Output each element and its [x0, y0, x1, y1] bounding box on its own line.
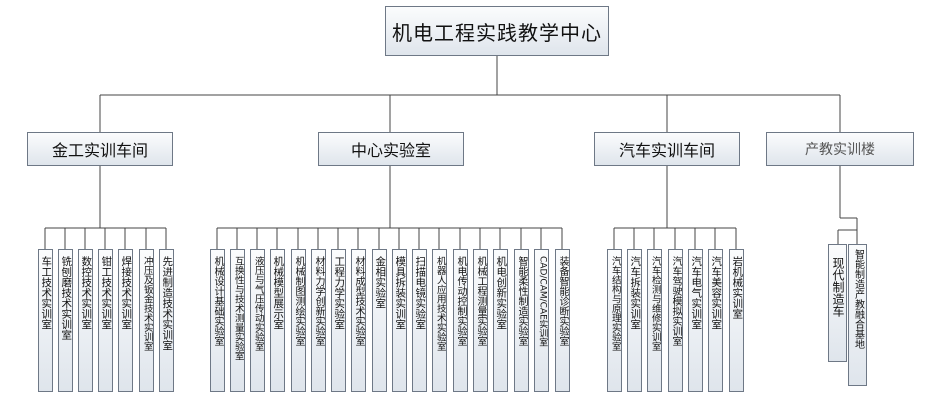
dept-central-laboratory: 中心实验室 — [318, 132, 464, 166]
room-stamping-sheetmetal: 冲压及钣金技术实训室 — [139, 249, 154, 392]
room-auto-detailing: 汽车美容实训室 — [708, 249, 723, 392]
room-tolerance-measurement: 互换性与技术测量实验室 — [230, 249, 245, 392]
room-fitter-training: 钳工技术实训室 — [98, 249, 113, 392]
room-lathe-training: 车工技术实训室 — [38, 249, 53, 392]
room-flexible-manufacturing: 智能柔性制造实验室 — [514, 249, 529, 392]
room-hydraulic-pneumatic: 液压与气压传动实验室 — [250, 249, 265, 392]
room-advanced-manufacturing: 先进制造技术实训室 — [159, 249, 174, 392]
room-cad-cam-cae: CAD/CAM/CAE实训室 — [534, 249, 549, 392]
room-smart-manufacturing-base: 智能制造产教融合基地 — [848, 244, 867, 386]
room-mechanical-drawing: 机械制图测绘实验室 — [291, 249, 306, 392]
room-electromechanical-innovation: 机电创新实验室 — [493, 249, 508, 392]
room-metallography: 金相实验室 — [372, 249, 387, 392]
room-machine-design-basics: 机械设计基础实验室 — [210, 249, 225, 392]
room-driving-simulation: 汽车驾驶模拟实训室 — [668, 249, 683, 392]
room-material-mechanics: 材料力学创新实验室 — [311, 249, 326, 392]
room-welding-training: 焊接技术实训室 — [118, 249, 133, 392]
room-engineering-measurement: 机械工程测量实验室 — [473, 249, 488, 392]
room-mold-disassembly: 模具拆装实训室 — [392, 249, 407, 392]
room-cnc-training: 数控技术实训室 — [78, 249, 93, 392]
room-robot-application: 机器人应用技术实验室 — [432, 249, 447, 392]
room-material-forming: 材料成型技术实验室 — [351, 249, 366, 392]
dept-metalwork-workshop: 金工实训车间 — [27, 132, 173, 166]
room-scanning-electron-microscope: 扫描电镜实验室 — [412, 249, 427, 392]
room-engineering-mechanics: 工程力学实验室 — [331, 249, 346, 392]
room-equipment-diagnosis: 装备智能诊断实验室 — [555, 249, 570, 392]
dept-industry-education-building: 产教实训楼 — [766, 132, 914, 166]
center-title: 机电工程实践教学中心 — [385, 6, 609, 56]
dept-automotive-workshop: 汽车实训车间 — [594, 132, 740, 166]
room-mechanical-model-display: 机械模型展示室 — [270, 249, 285, 392]
room-auto-electrical: 汽车电气实训室 — [688, 249, 703, 392]
room-electromechanical-drive: 机电传动控制实验室 — [453, 249, 468, 392]
room-auto-inspection-repair: 汽车检测与维修实训室 — [647, 249, 662, 392]
room-modern-manufacturing-vehicle: 现代制造车 — [828, 244, 847, 362]
room-milling-planing-grinding: 铣刨磨技术实训室 — [58, 249, 73, 392]
room-auto-disassembly: 汽车拆装实训室 — [627, 249, 642, 392]
room-rock-machinery: 岩机械实训室 — [729, 249, 744, 392]
room-auto-structure-principle: 汽车结构与原理实验室 — [607, 249, 622, 392]
